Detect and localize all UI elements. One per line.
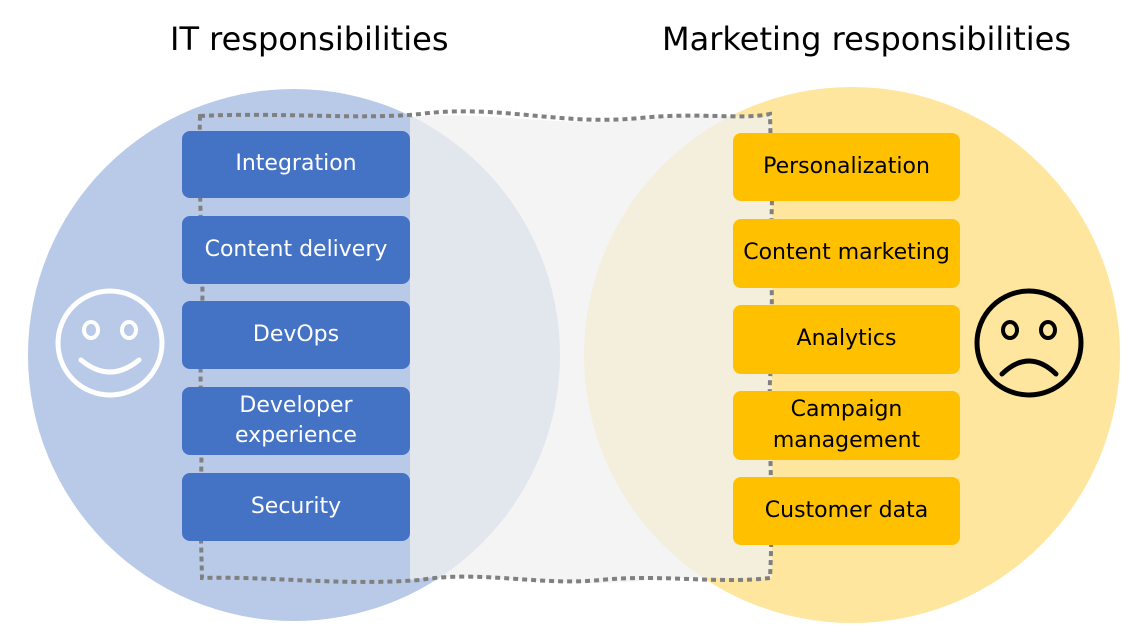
frowning-face-icon — [974, 288, 1084, 398]
it-item-security: Security — [182, 473, 410, 541]
it-title: IT responsibilities — [170, 20, 449, 58]
overlap-bridge — [410, 115, 772, 583]
marketing-item-content-marketing: Content marketing — [733, 219, 960, 288]
marketing-item-personalization: Personalization — [733, 133, 960, 201]
it-item-developer-experience: Developer experience — [182, 387, 410, 455]
marketing-item-customer-data: Customer data — [733, 477, 960, 545]
it-item-devops: DevOps — [182, 301, 410, 369]
it-item-content-delivery: Content delivery — [182, 216, 410, 284]
it-item-integration: Integration — [182, 131, 410, 198]
marketing-item-campaign-management: Campaign management — [733, 391, 960, 460]
marketing-title: Marketing responsibilities — [662, 20, 1071, 58]
marketing-item-analytics: Analytics — [733, 305, 960, 374]
smiley-face-icon — [55, 288, 165, 398]
